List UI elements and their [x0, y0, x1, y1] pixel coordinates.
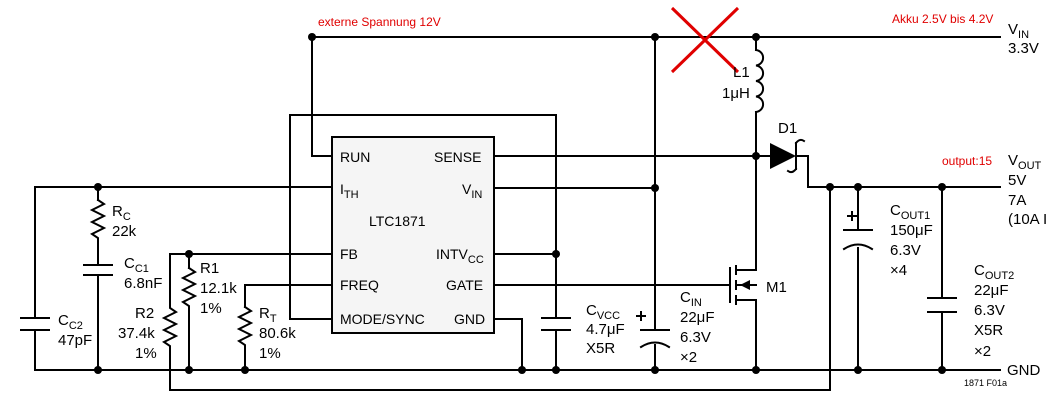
cvcc-name: CVCC	[586, 302, 620, 322]
external-voltage-note: externe Spannung 12V	[318, 15, 441, 29]
capacitor-cc2	[20, 317, 50, 331]
pin-freq-label: FREQ	[340, 277, 379, 293]
gnd-label: GND	[1007, 362, 1041, 379]
figure-id: 1871 F01a	[964, 378, 1007, 388]
cin-count: ×2	[680, 349, 697, 366]
vout-current: 7A	[1008, 192, 1026, 209]
resistor-rc	[89, 198, 107, 243]
cc1-value: 6.8nF	[124, 275, 162, 292]
diode-d1	[755, 138, 809, 174]
l1-value: 1μH	[722, 85, 750, 102]
ic-gnd-wire	[493, 318, 523, 371]
r1-tol: 1%	[200, 300, 222, 317]
vin-label: VIN	[1008, 21, 1029, 41]
pin-ith-label: ITH	[340, 181, 359, 201]
rt-name: RT	[259, 305, 277, 325]
cout1-voltage: 6.3V	[890, 242, 921, 259]
cout2-value: 22μF	[974, 282, 1009, 299]
capacitor-cc1	[83, 264, 113, 276]
battery-range-note: Akku 2.5V bis 4.2V	[892, 12, 993, 26]
d1-output-wire	[807, 155, 1001, 188]
ltc1871-chip	[331, 136, 495, 334]
pin-gate-label: GATE	[446, 277, 483, 293]
cout2-name: COUT2	[974, 262, 1014, 282]
run-wire	[311, 36, 333, 157]
junction-dots	[94, 33, 946, 374]
cc2-value: 47pF	[58, 332, 92, 349]
rc-name: RC	[112, 203, 131, 223]
mode-sync-wire	[289, 114, 557, 320]
r1-name: R1	[200, 260, 219, 277]
r2-tol: 1%	[135, 345, 157, 362]
m1-name: M1	[766, 279, 787, 296]
pin-fb-label: FB	[340, 246, 358, 262]
cout1-name: COUT1	[890, 202, 930, 222]
pin-vin-label: VIN	[462, 181, 482, 201]
rc-value: 22k	[112, 223, 137, 240]
capacitor-cvcc	[541, 317, 571, 331]
chip-name: LTC1871	[369, 213, 426, 229]
r2-name: R2	[135, 305, 154, 322]
r1-value: 12.1k	[200, 280, 237, 297]
cout1-count: ×4	[890, 262, 907, 279]
rt-tol: 1%	[259, 345, 281, 362]
ith-wire	[34, 186, 333, 319]
pin-mode-label: MODE/SYNC	[340, 311, 425, 327]
cout2-count: ×2	[974, 343, 991, 360]
resistor-rt	[236, 305, 254, 351]
cin-value: 22μF	[680, 309, 715, 326]
mosfet-m1	[729, 264, 757, 306]
cvcc-type: X5R	[586, 340, 615, 357]
freq-wire	[244, 284, 333, 308]
pin-intvcc-label: INTVCC	[436, 246, 484, 266]
pin-sense-label: SENSE	[434, 149, 481, 165]
d1-name: D1	[778, 120, 797, 137]
r2-value: 37.4k	[118, 325, 155, 342]
pin-gnd-label: GND	[454, 311, 485, 327]
vin-value: 3.3V	[1008, 40, 1039, 57]
capacitor-cout2	[927, 297, 957, 313]
cc2-name: CC2	[58, 312, 83, 332]
cout2-type: X5R	[974, 322, 1003, 339]
inductor-l1	[754, 48, 765, 114]
red-cross-mark	[670, 6, 740, 74]
capacitor-cin	[636, 311, 671, 349]
cin-voltage: 6.3V	[680, 329, 711, 346]
vout-voltage: 5V	[1008, 172, 1026, 189]
output-note: output:15	[942, 154, 992, 168]
cin-name: CIN	[680, 289, 702, 309]
cc1-name: CC1	[124, 255, 149, 275]
resistor-r1	[180, 266, 198, 311]
l1-name: L1	[733, 64, 750, 81]
resistor-r2	[161, 299, 179, 351]
capacitor-cout1	[842, 211, 874, 251]
cout1-value: 150μF	[890, 222, 933, 239]
vout-current-alt: (10A I	[1008, 211, 1047, 228]
cout2-voltage: 6.3V	[974, 302, 1005, 319]
pin-run-label: RUN	[340, 149, 370, 165]
fb-wire	[169, 253, 333, 301]
vout-label: VOUT	[1008, 152, 1042, 172]
rt-value: 80.6k	[259, 325, 296, 342]
cvcc-value: 4.7μF	[586, 321, 625, 338]
